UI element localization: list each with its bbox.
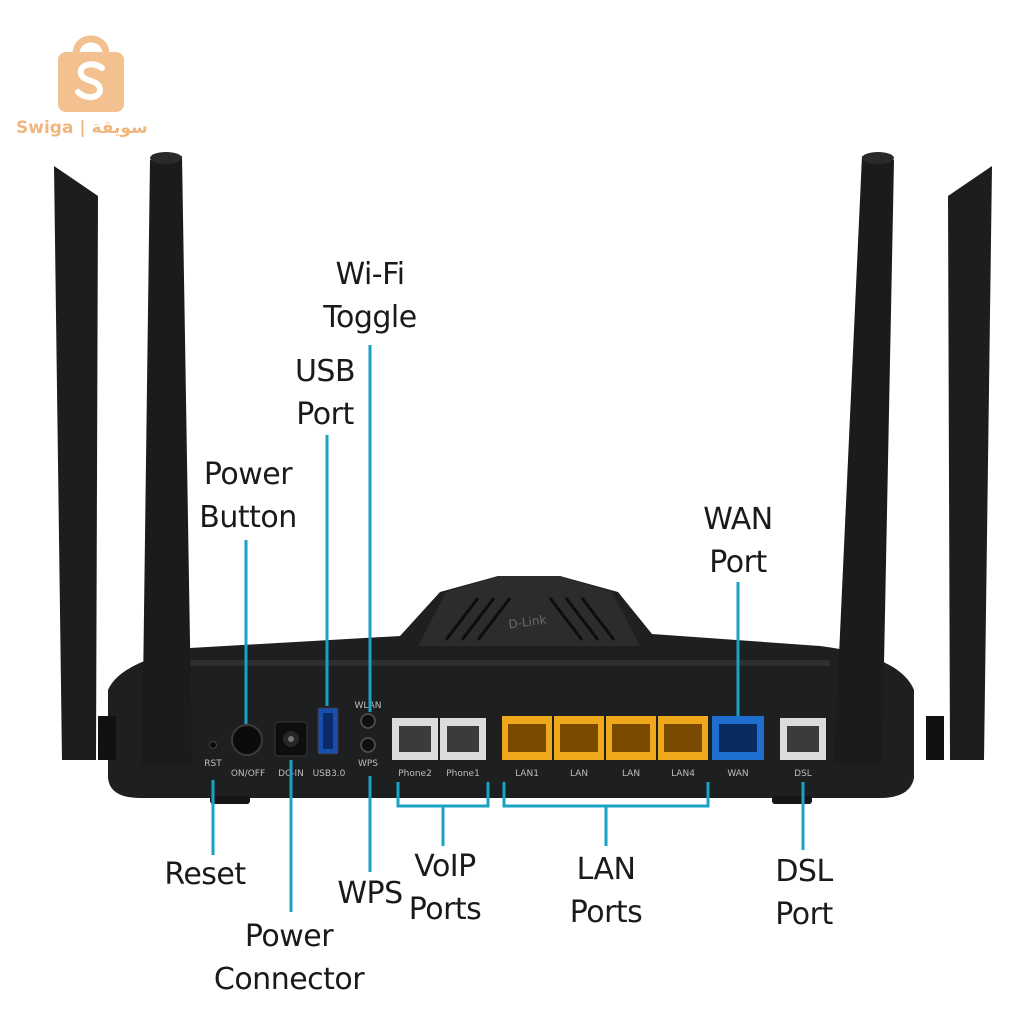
callout-usb-port-line2: Port: [296, 397, 354, 432]
callout-wan-port: WAN Port: [676, 498, 800, 584]
hinge-left: [98, 716, 116, 760]
label-lan4: LAN4: [671, 769, 695, 779]
callout-dsl-port-line1: DSL: [775, 854, 833, 889]
label-lan2: LAN: [570, 769, 588, 779]
callout-power-connector-line2: Connector: [213, 962, 365, 997]
shopping-bag-logo-icon: [58, 35, 124, 112]
phone-ports: [392, 718, 486, 760]
label-usb: USB3.0: [313, 769, 346, 779]
callout-power-button-line2: Button: [199, 500, 297, 535]
watermark-text: Swiga | سويقة: [16, 118, 148, 138]
leader-lines: [211, 345, 805, 912]
hinge-right: [926, 716, 944, 760]
callout-power-connector-line1: Power: [244, 919, 334, 954]
callout-wan-port-line2: Port: [709, 545, 767, 580]
label-wps: WPS: [358, 759, 378, 769]
callout-wifi-toggle: Wi-Fi Toggle: [300, 253, 440, 339]
callout-wifi-toggle-line2: Toggle: [323, 300, 417, 335]
callout-dsl-port: DSL Port: [754, 850, 854, 936]
callout-wan-port-line1: WAN: [703, 502, 773, 537]
callout-voip-ports-line1: VoIP: [414, 849, 476, 884]
label-wan: WAN: [727, 769, 748, 779]
callout-dsl-port-line2: Port: [775, 897, 833, 932]
power-button-knob: [231, 724, 263, 756]
callout-reset: Reset: [150, 853, 260, 896]
callout-voip-ports-line2: Ports: [408, 892, 482, 927]
callout-lan-ports-line1: LAN: [576, 852, 636, 887]
foot-left: [210, 796, 250, 804]
callout-power-connector: Power Connector: [204, 915, 374, 1001]
wlan-button: [360, 713, 376, 729]
label-lan3: LAN: [622, 769, 640, 779]
callout-usb-port: USB Port: [270, 350, 380, 436]
vent-grille: [444, 597, 616, 641]
callout-reset-line1: Reset: [164, 857, 246, 892]
reset-pinhole-icon: [209, 741, 217, 749]
label-phone2: Phone2: [398, 769, 432, 779]
label-lan1: LAN1: [515, 769, 539, 779]
callout-lan-ports-line2: Ports: [569, 895, 643, 930]
label-phone1: Phone1: [446, 769, 480, 779]
callout-wps-line1: WPS: [337, 876, 403, 911]
router-top-fin: [418, 576, 640, 646]
brand-logo: D-Link: [508, 612, 548, 631]
foot-right: [772, 796, 812, 804]
antenna-left-inner: [142, 156, 192, 764]
callout-wps: WPS: [320, 872, 420, 915]
label-wlan: WLAN: [354, 701, 381, 711]
lan-ports: [502, 716, 708, 760]
callout-wifi-toggle-line1: Wi-Fi: [335, 257, 405, 292]
callout-voip-ports: VoIP Ports: [390, 845, 500, 931]
label-dsl: DSL: [794, 769, 812, 779]
label-onoff: ON/OFF: [231, 769, 265, 779]
body-highlight: [190, 660, 830, 666]
antenna-right-outer: [948, 166, 992, 760]
callout-power-button: Power Button: [183, 453, 313, 539]
callout-usb-port-line1: USB: [294, 354, 356, 389]
label-rst: RST: [204, 759, 222, 769]
wps-button: [360, 737, 376, 753]
antenna-right-inner: [834, 156, 894, 764]
callout-lan-ports: LAN Ports: [550, 848, 662, 934]
antenna-left-outer: [54, 166, 98, 760]
callout-power-button-line1: Power: [203, 457, 293, 492]
